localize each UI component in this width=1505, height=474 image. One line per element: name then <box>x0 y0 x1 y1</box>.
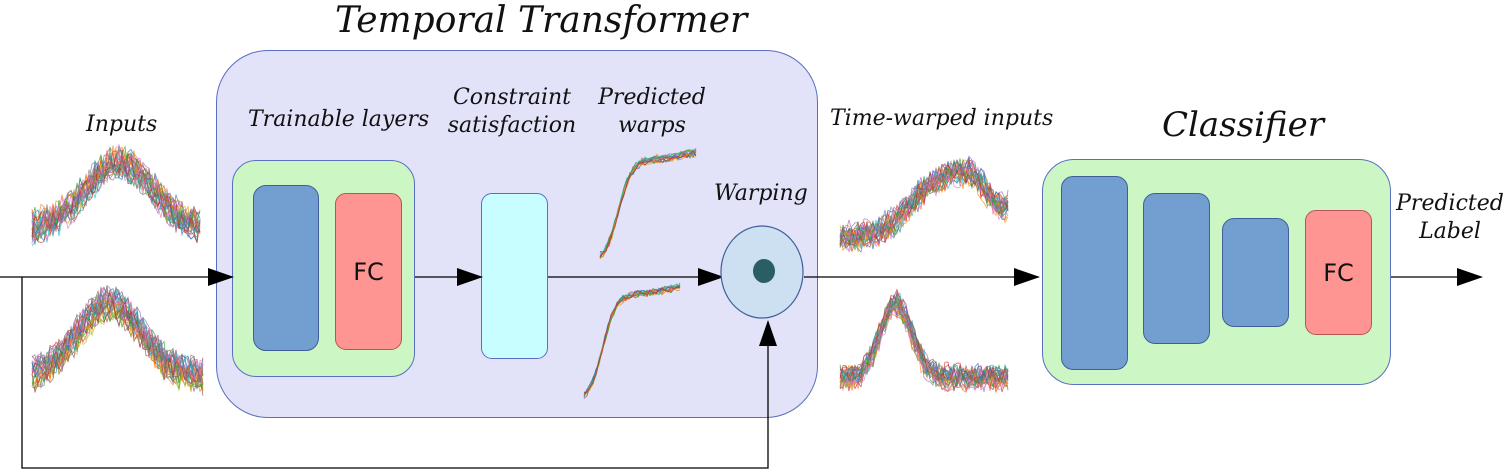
time-warped-inputs-label: Time-warped inputs <box>830 106 1054 131</box>
fc-layer-block: FC <box>335 193 402 350</box>
warping-label: Warping <box>714 181 808 206</box>
classifier-conv-block-1 <box>1061 176 1128 370</box>
constraint-label-line2: satisfaction <box>447 112 577 138</box>
trainable-layers-label: Trainable layers <box>248 107 430 132</box>
predicted-label-line1: Predicted <box>1396 191 1504 216</box>
inputs-label: Inputs <box>86 112 158 137</box>
classifier-fc-block: FC <box>1305 210 1372 335</box>
predicted-warps-line2: warps <box>618 112 686 138</box>
skip-connection <box>21 277 777 469</box>
predicted-warp-1 <box>599 148 697 260</box>
classifier-conv-block-3 <box>1222 218 1289 327</box>
predicted-warp-2 <box>583 282 681 399</box>
predicted-warps-label: Predicted warps <box>592 84 712 139</box>
classifier-conv-block-2 <box>1143 193 1210 344</box>
classifier-title: Classifier <box>1162 105 1324 145</box>
warped-signal-2 <box>839 288 1009 393</box>
input-signal-1 <box>31 143 201 246</box>
input-signal-2 <box>31 284 204 396</box>
predicted-label-label: Predicted Label <box>1392 190 1505 245</box>
connector-lines <box>0 268 1483 469</box>
constraint-label-line1: Constraint <box>452 85 572 110</box>
predicted-warps-line1: Predicted <box>598 85 706 110</box>
constraint-satisfaction-label: Constraint satisfaction <box>447 84 577 139</box>
warping-dot <box>753 259 775 283</box>
predicted-label-line2: Label <box>1419 218 1481 244</box>
warping-node <box>720 225 804 319</box>
warped-signal-1 <box>839 155 1009 253</box>
conv-layer-block <box>253 185 319 351</box>
temporal-transformer-title: Temporal Transformer <box>335 0 748 41</box>
